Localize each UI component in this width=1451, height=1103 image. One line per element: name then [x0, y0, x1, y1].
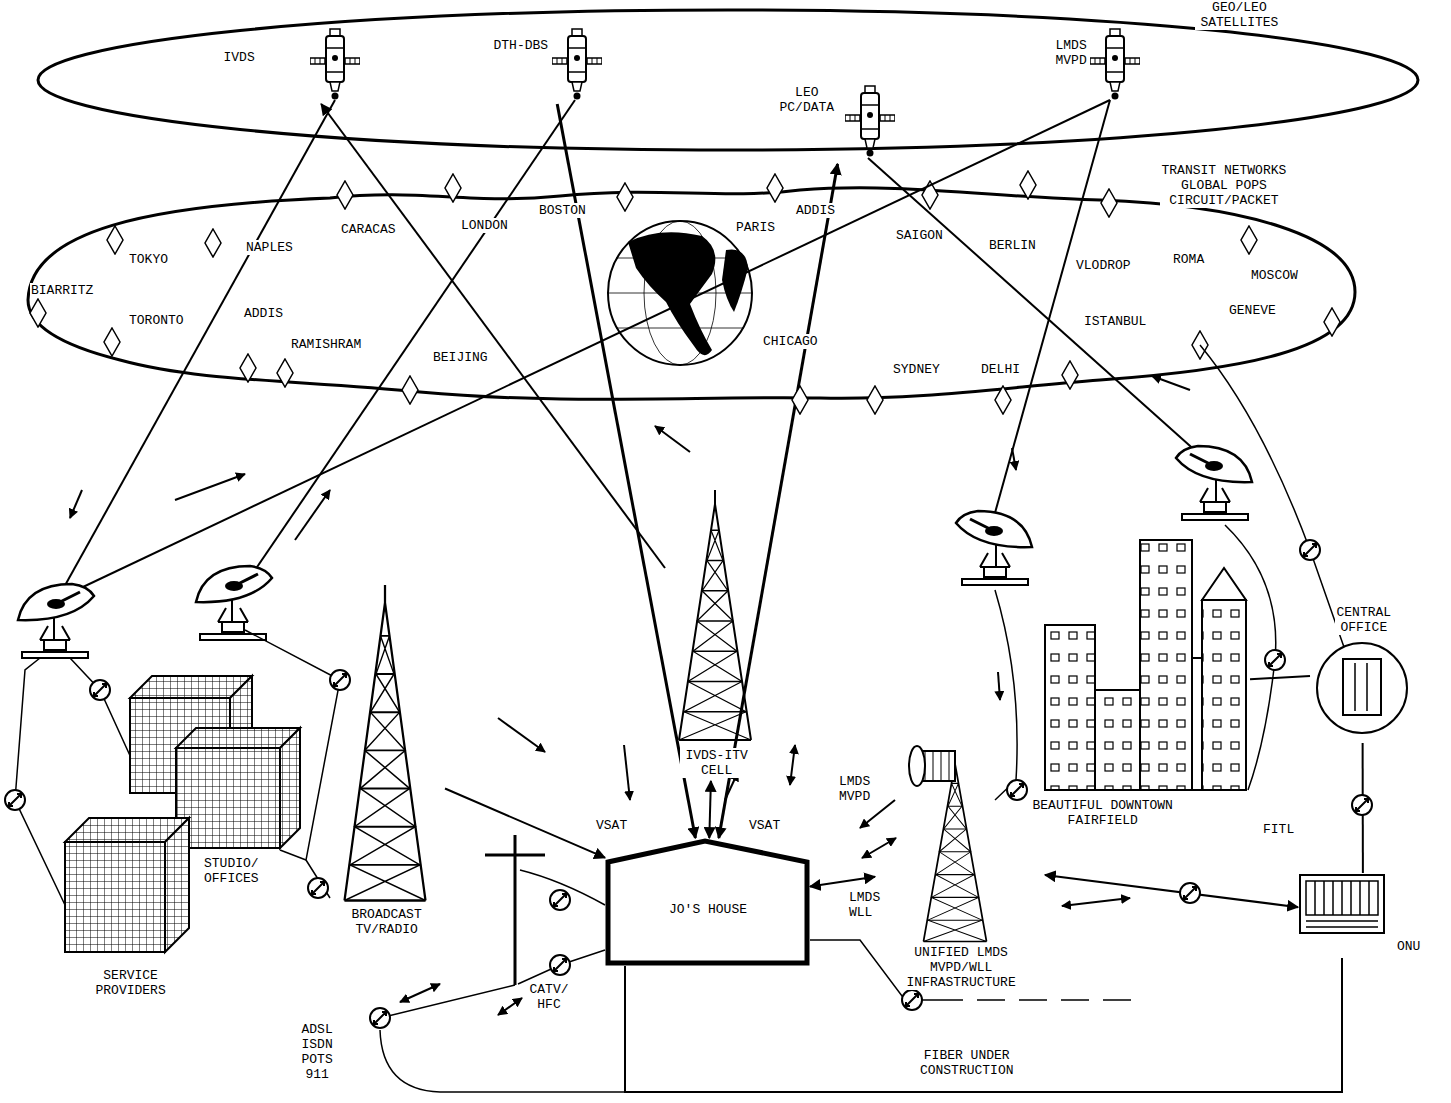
satellite-shape: [845, 85, 895, 159]
node-label: JO'S HOUSE: [668, 902, 748, 917]
link-line: [445, 789, 605, 858]
text-label: VLODROP: [1075, 258, 1132, 273]
text-label: BEIJING: [432, 350, 489, 365]
node-label: LMDS MVPD: [1054, 38, 1088, 68]
text-label: BERLIN: [988, 238, 1037, 253]
central-office: CENTRAL OFFICE: [1310, 603, 1415, 743]
text-label: VSAT: [748, 818, 781, 833]
repeaters: [5, 540, 1372, 1028]
satellite: DTH-DBS: [490, 28, 610, 104]
text-label: ROMA: [1172, 252, 1205, 267]
telephone-pole: [485, 835, 545, 985]
link-line: [1250, 676, 1310, 679]
text-label: CARACAS: [340, 222, 397, 237]
satellite-orbit: [38, 10, 1418, 150]
text-label: ADDIS: [243, 306, 284, 321]
text-label: ISTANBUL: [1083, 314, 1147, 329]
office-building: SERVICE PROVIDERS: [62, 818, 197, 1003]
double-arrows: [400, 745, 1130, 1015]
text-label: TOKYO: [128, 252, 169, 267]
city-skyline: BEAUTIFUL DOWNTOWN FAIRFIELD: [1028, 538, 1250, 833]
onu-cabinet-shape: [1298, 873, 1386, 935]
broadcast-tower: BROADCAST TV/RADIO: [325, 585, 445, 940]
text-label: CHICAGO: [762, 334, 819, 349]
text-label: LMDS MVPD: [838, 774, 872, 804]
ground-links: [15, 345, 1345, 1092]
satellite-shape: [310, 28, 360, 102]
satellite: IVDS: [218, 28, 368, 104]
text-label: VSAT: [595, 818, 628, 833]
text-label: LMDS WLL: [848, 890, 882, 920]
node-label: LEO PC/DATA: [778, 85, 836, 115]
satellite: LMDS MVPD: [1050, 28, 1145, 104]
text-label: NAPLES: [245, 240, 294, 255]
node-label: IVDS: [222, 50, 256, 65]
satellite: LEO PC/DATA: [775, 80, 915, 164]
text-label: FITL: [1262, 822, 1295, 837]
text-label: FIBER UNDER CONSTRUCTION: [895, 1048, 1038, 1078]
text-label: SAIGON: [895, 228, 944, 243]
lmds-tower: UNIFIED LMDS MVPD/WLL INFRASTRUCTURE: [875, 733, 1045, 995]
node-label: BROADCAST TV/RADIO: [350, 907, 423, 937]
text-label: ADDIS: [795, 203, 836, 218]
text-label: BOSTON: [538, 203, 587, 218]
text-label: CATV/ HFC: [528, 982, 570, 1012]
text-label: LONDON: [460, 218, 509, 233]
house: JO'S HOUSE: [605, 838, 810, 966]
link-line: [719, 164, 838, 838]
link-line: [709, 781, 711, 838]
text-label: TRANSIT NETWORKS GLOBAL POPS CIRCUIT/PAC…: [1160, 163, 1288, 208]
cell-tower-shape: [675, 490, 755, 742]
satellite-shape: [1090, 28, 1140, 102]
node-label: CENTRAL OFFICE: [1335, 605, 1393, 635]
text-label: RAMISHRAM: [290, 337, 362, 352]
text-label: BIARRITZ: [30, 283, 94, 298]
node-label: UNIFIED LMDS MVPD/WLL INFRASTRUCTURE: [905, 945, 1017, 990]
city-skyline-shape: [1028, 538, 1250, 793]
node-label: DTH-DBS: [492, 38, 550, 53]
text-label: GEO/LEO SATELLITES: [1195, 0, 1284, 30]
broadcast-tower-shape: [340, 585, 430, 903]
network-node-diamonds: [30, 171, 1340, 414]
node-label: STUDIO/ OFFICES: [203, 856, 268, 886]
cell-tower: IVDS-ITV CELL: [665, 490, 765, 781]
node-label: IVDS-ITV CELL: [680, 748, 753, 778]
satellite-links: [58, 100, 1208, 598]
text-label: GENEVE: [1228, 303, 1277, 318]
link-line: [1045, 875, 1298, 907]
text-label: DELHI: [980, 362, 1021, 377]
satellite-shape: [552, 28, 602, 102]
node-label: ONU: [1396, 939, 1421, 954]
onu-cabinet: ONU: [1298, 873, 1428, 958]
node-label: SERVICE PROVIDERS: [94, 968, 167, 998]
text-label: SYDNEY: [892, 362, 941, 377]
link-line: [810, 877, 875, 887]
text-label: PARIS: [735, 220, 776, 235]
lmds-tower-shape: [875, 733, 1045, 943]
central-office-shape: [1315, 641, 1410, 736]
text-label: TORONTO: [128, 313, 185, 328]
globe: [608, 221, 752, 365]
text-label: ADSL ISDN POTS 911: [300, 1022, 334, 1082]
text-label: MOSCOW: [1250, 268, 1299, 283]
node-label: BEAUTIFUL DOWNTOWN FAIRFIELD: [1031, 798, 1174, 828]
office-building-shape: [62, 818, 197, 958]
